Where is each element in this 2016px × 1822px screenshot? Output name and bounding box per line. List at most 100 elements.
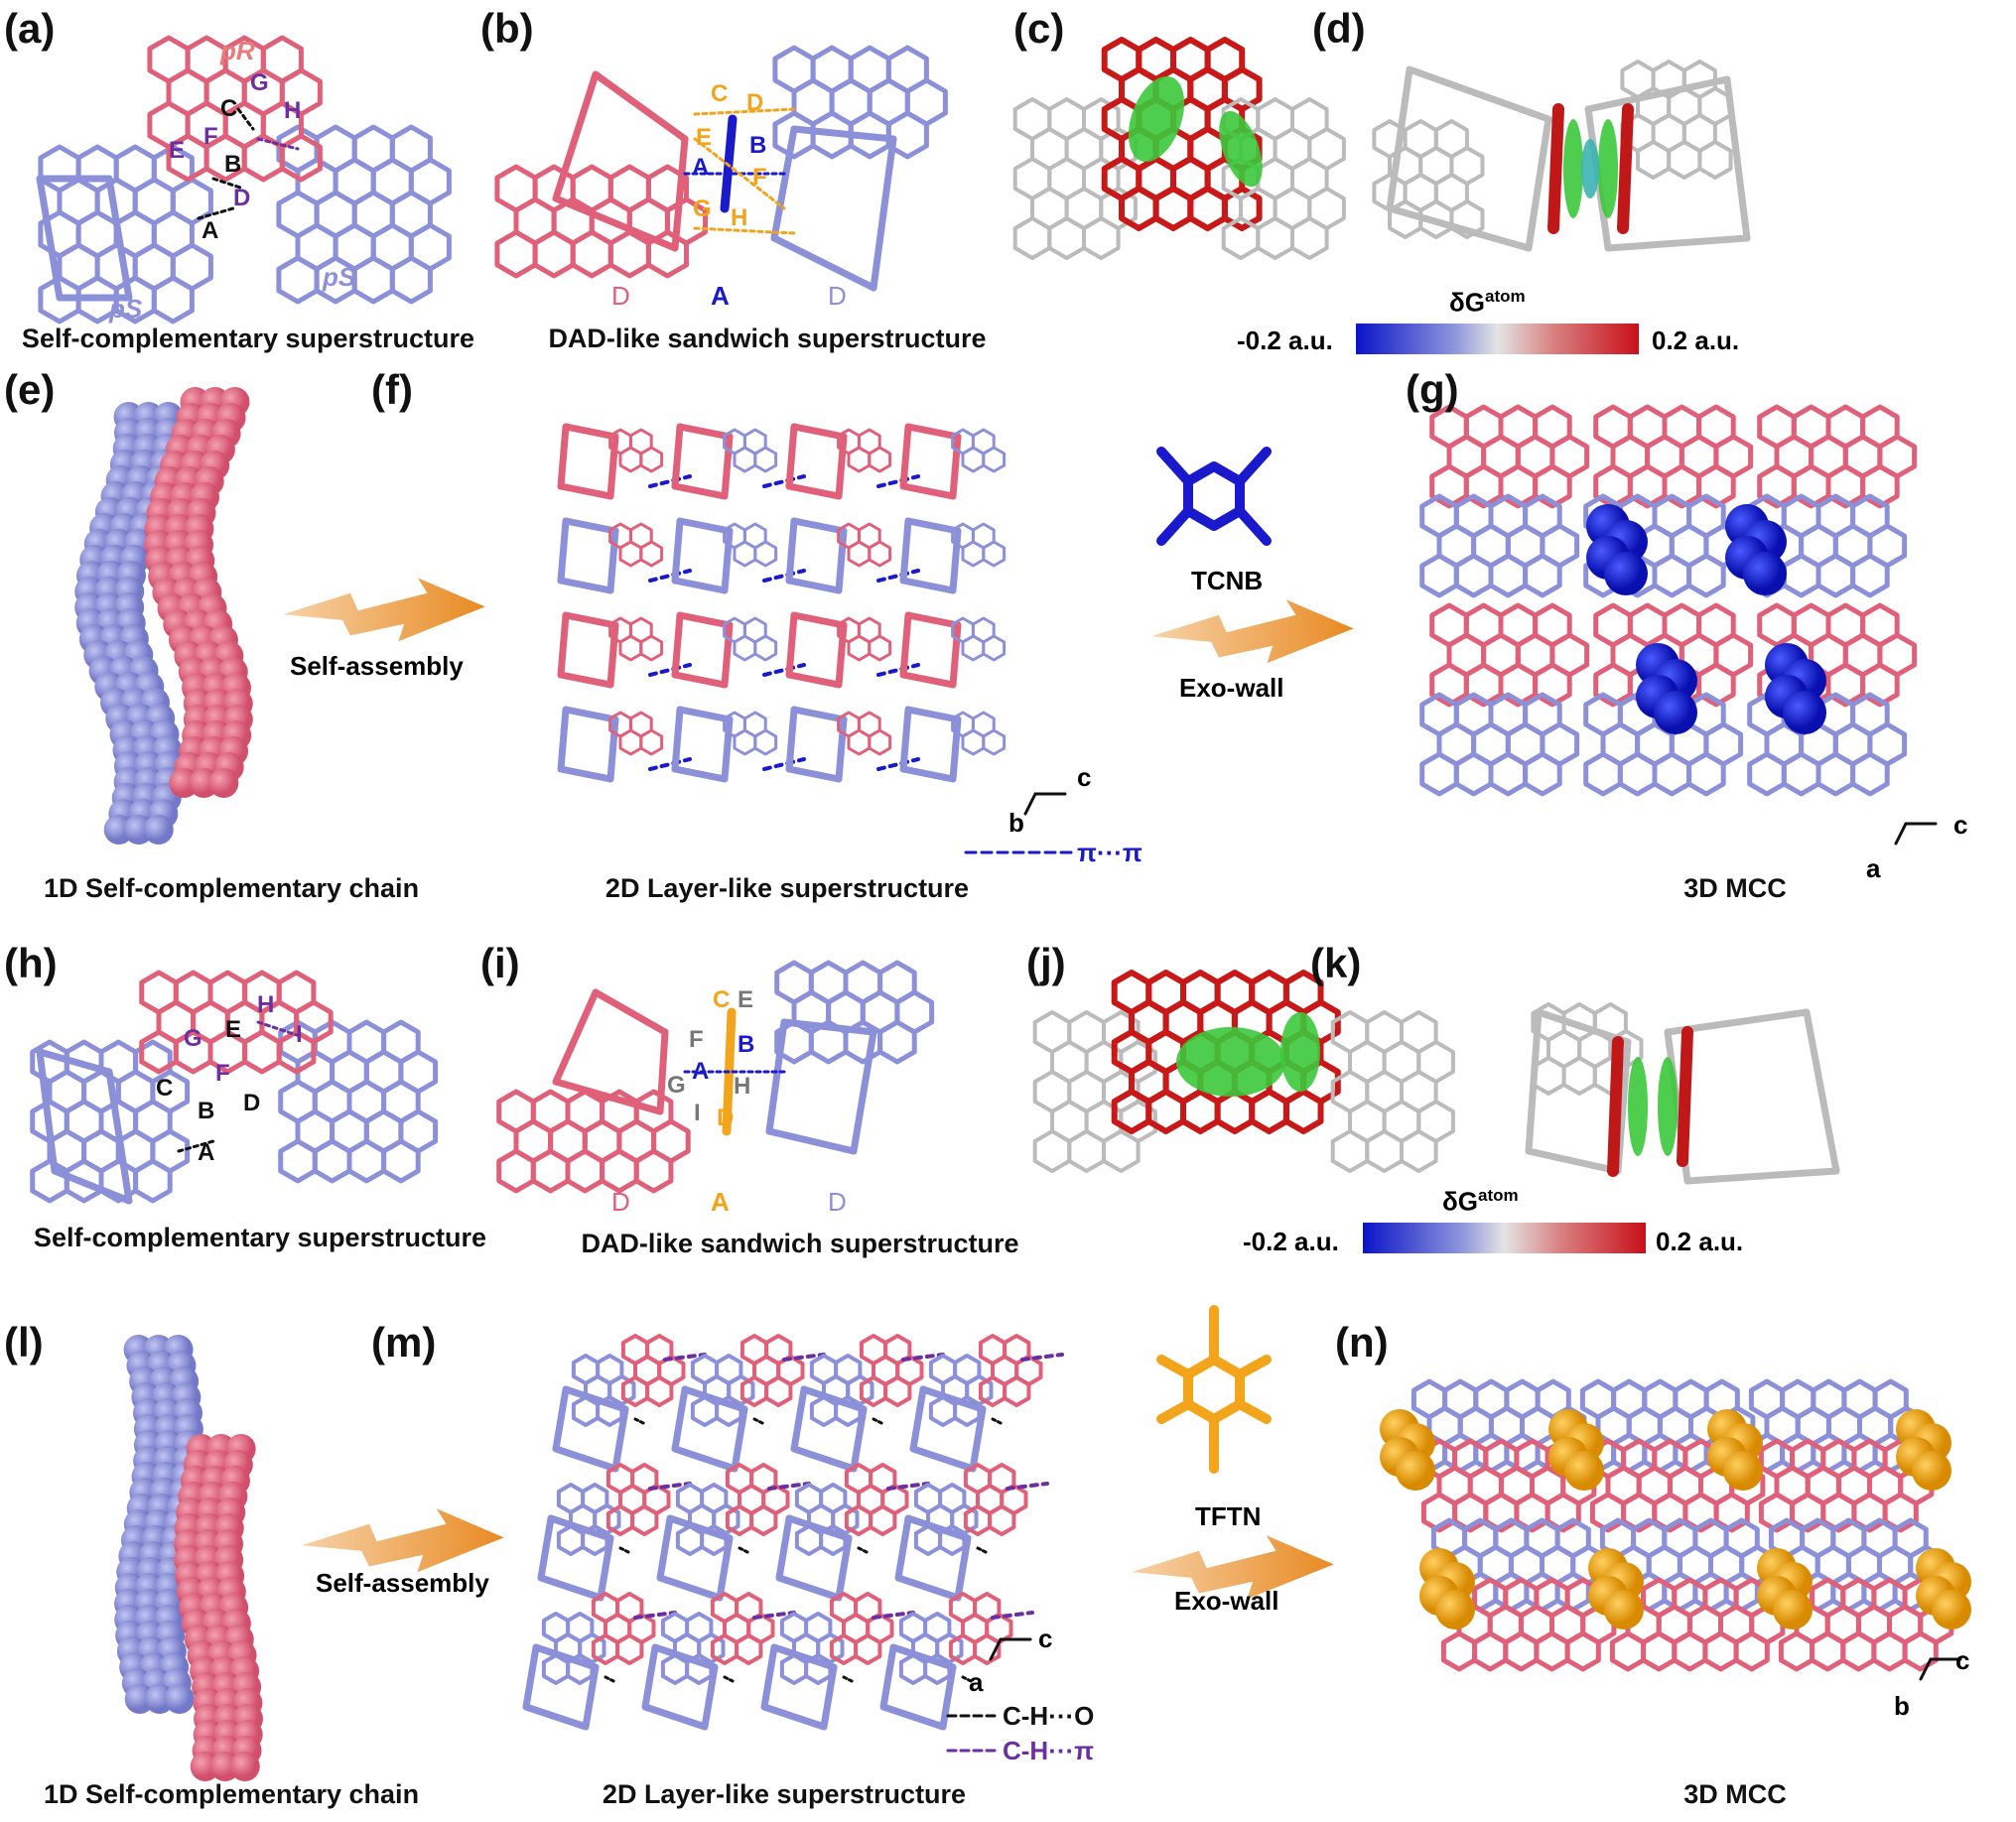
colorbar-title-text: δG [1449,287,1485,318]
arrow-label: Exo-wall [1179,673,1284,703]
bond-stick [1525,1147,1622,1175]
aromatic-ring [633,1148,674,1194]
aromatic-ring [618,634,643,662]
pi-pi-contact [648,757,692,771]
aromatic-ring [1696,662,1736,708]
aromatic-ring [1652,751,1692,797]
bond-stick [701,1663,719,1731]
contact-label-e: E [738,986,754,1013]
aromatic-ring [346,1138,387,1184]
contact-label-a: A [198,1139,215,1166]
layer-lattice-f [557,423,1074,854]
bond-stick [562,517,619,535]
aromatic-ring [565,1148,605,1194]
aromatic-ring [1419,751,1459,797]
aromatic-ring [1449,199,1485,239]
aromatic-ring [685,1653,714,1685]
bond-stick [676,611,734,629]
bond-stick [557,482,614,500]
aromatic-ring [279,133,323,183]
bond-stick [51,1167,133,1205]
bond-stick [721,716,734,783]
bond-stick [949,716,962,783]
aromatic-ring [923,1653,952,1685]
bond-stick [606,433,619,500]
aromatic-ring [733,446,757,473]
bond-stick [552,988,600,1086]
aromatic-ring [151,275,195,325]
bond-stick [721,527,734,594]
contact-label-a: A [692,154,710,181]
bond-stick [1406,65,1552,123]
pi-pi-contact [648,663,692,677]
atom-sphere [208,768,239,798]
aromatic-ring [982,728,1007,756]
pi-pi-contact [648,474,692,488]
bond-stick [939,1663,957,1731]
bond-stick [721,621,734,689]
ch-o-contact [618,1546,632,1555]
aromatic-ring [1696,463,1736,509]
nci-isosurface [1563,119,1583,218]
ch-pi-contact [1006,1482,1049,1491]
aromatic-ring [639,728,664,756]
bond-stick [770,1643,838,1671]
panel-label-j: (j) [1026,940,1066,986]
pi-pi-contact [876,663,920,677]
contact-label-b: B [224,151,242,178]
aromatic-ring [496,1148,536,1194]
structure-a [36,35,452,325]
lightning-arrow-icon [302,1508,504,1573]
panel-label-h: (h) [4,940,58,986]
ch-o-contact [738,1546,751,1555]
contact-label-b: B [738,1031,755,1058]
bond-stick [671,423,684,490]
bond-stick [899,706,912,773]
bond-stick [671,577,729,594]
bond-stick [1584,75,1731,113]
bond-stick [36,175,64,302]
bond-stick [671,765,729,783]
aromatic-ring [753,540,778,568]
nci-isosurface [1280,1012,1320,1092]
bond-stick [676,423,734,441]
bond-stick [557,765,614,783]
bond-stick [721,433,734,500]
tcnb-structure [1156,447,1272,546]
aromatic-ring [854,1633,882,1665]
aromatic-ring [607,229,651,279]
reagent-name: TCNB [1191,566,1264,595]
bond-stick [785,1514,853,1542]
aromatic-ring [630,1504,659,1536]
bond-stick [904,1514,972,1542]
lightning-arrow-icon [1151,599,1354,664]
bond-stick [557,671,614,689]
structure-i [496,960,935,1194]
axis-label-c: c [1077,762,1092,792]
bond-stick [211,177,245,191]
aromatic-ring [532,229,576,279]
ch-pi-contact [767,1482,811,1491]
bond-stick [1525,115,1552,252]
mcc-structure-n [1380,1378,1971,1681]
bond-stick [532,1643,600,1671]
axis-label-c: c [1955,1645,1970,1675]
aromatic-ring [566,1653,595,1685]
bond-stick [592,988,669,1036]
colorbar [1356,324,1639,354]
bond-stick [671,611,684,679]
bond-stick [1683,1167,1840,1185]
bond-stick [785,671,843,689]
colorbar-title-text: δG [1442,1186,1478,1217]
aromatic-ring [700,1524,729,1556]
bond-stick [1156,1355,1193,1379]
aromatic-ring [581,1524,609,1556]
aromatic-ring [1047,216,1086,260]
pi-pi-contact [648,569,692,583]
aromatic-ring [988,1504,1016,1536]
arrow-label: Self-assembly [316,1568,489,1598]
aromatic-ring [1902,1630,1939,1672]
bond-stick [557,611,570,679]
tftn-sphere [1723,1451,1763,1491]
aromatic-ring [1419,553,1459,598]
